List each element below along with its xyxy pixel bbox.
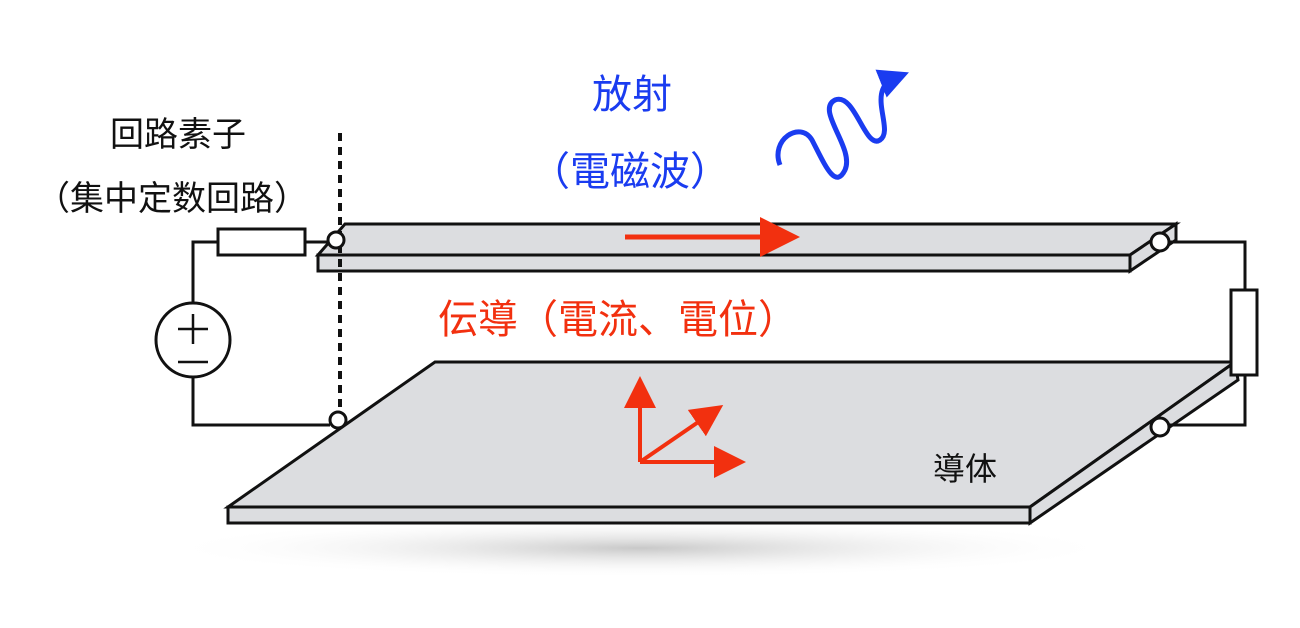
- right-lumped-circuit: [1168, 240, 1259, 427]
- lumped-circuit-label: （集中定数回路）: [36, 179, 308, 219]
- circuit-element-label: 回路素子: [110, 115, 246, 155]
- terminal-bottom-left: [328, 410, 348, 430]
- bottom-conductor-plate: [223, 359, 1240, 526]
- terminals: [326, 230, 1171, 438]
- radiation-wave-icon: [775, 69, 909, 180]
- top-conductor-plate: [314, 221, 1181, 274]
- electromagnetic-wave-label: （電磁波）: [530, 149, 730, 195]
- terminal-top-right: [1149, 231, 1171, 253]
- radiation-label: 放射: [592, 72, 672, 118]
- left-lumped-circuit: [154, 227, 330, 427]
- left-resistor: [216, 227, 307, 257]
- terminal-top-left: [326, 230, 346, 250]
- terminal-bottom-right: [1149, 416, 1171, 438]
- plate-shadow: [160, 518, 1120, 578]
- conductor-label: 導体: [933, 450, 997, 488]
- conduction-label: 伝導（電流、電位）: [438, 297, 798, 343]
- right-resistor: [1229, 288, 1259, 377]
- field-axes-arrows: [624, 376, 746, 478]
